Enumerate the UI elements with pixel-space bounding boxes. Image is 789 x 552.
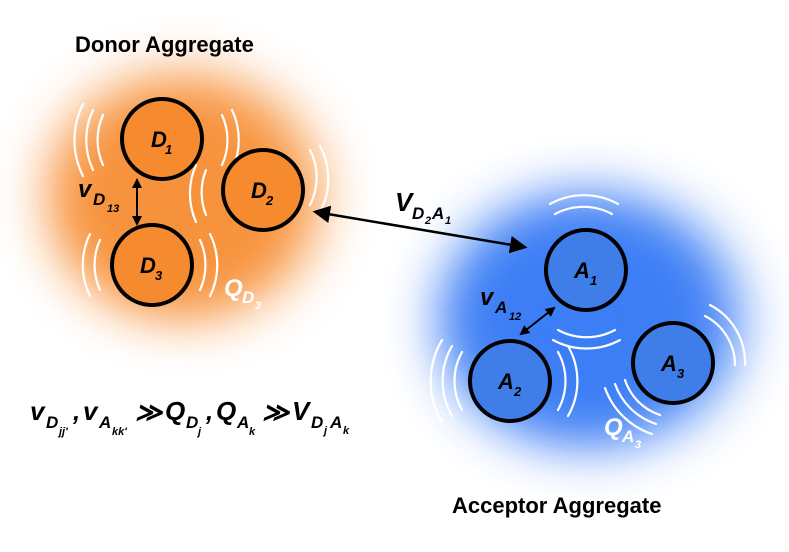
donor-bath-label: Q D 3 — [224, 275, 261, 312]
acceptor-molecule-a3: A 3 — [631, 321, 715, 405]
eq-v1-sub: D — [46, 413, 58, 432]
eq-v1-subsub: jj' — [57, 426, 68, 438]
eq-v2-subsub: kk' — [112, 426, 127, 438]
donor-molecule-d1: D 1 — [120, 97, 204, 181]
d2-letter: D — [251, 178, 267, 203]
eq-comma1: , — [72, 396, 80, 426]
qd-symbol: Q — [224, 275, 243, 302]
qa-sub: A — [621, 427, 634, 446]
bath-arcs — [73, 102, 747, 436]
eq-V-sub2: A — [329, 413, 342, 432]
eq-V: V — [292, 396, 312, 426]
eq-V-sub1sub: j — [322, 425, 328, 437]
vd-subsub: 13 — [107, 203, 119, 215]
a3-index: 3 — [677, 366, 685, 381]
V-sub2: A — [431, 204, 444, 223]
V-symbol: V — [395, 187, 415, 217]
va-symbol: v — [480, 284, 495, 311]
inter-coupling-label: V D 2 A 1 — [395, 187, 451, 227]
V-sub1sub: 2 — [424, 215, 431, 227]
qd-sub: D — [242, 288, 254, 307]
eq-v2: v — [83, 396, 99, 426]
eq-q2: Q — [216, 396, 236, 426]
qa-subsub: 3 — [635, 439, 641, 451]
acceptor-molecule-a2: A 2 — [468, 339, 552, 423]
qa-symbol: Q — [604, 414, 623, 441]
acceptor-aggregate-title: Acceptor Aggregate — [452, 493, 661, 518]
eq-q1-sub: D — [186, 413, 198, 432]
donor-molecule-d3: D 3 — [110, 223, 194, 307]
vd-sub: D — [93, 190, 105, 209]
d1-index: 1 — [165, 142, 172, 157]
eq-q2-subsub: k — [249, 426, 256, 438]
inter-coupling-arrow — [312, 205, 528, 254]
va-sub: A — [494, 298, 507, 317]
acceptor-bath-label: Q A 3 — [604, 414, 641, 451]
a2-letter: A — [497, 369, 514, 394]
V-sub2sub: 1 — [445, 215, 451, 227]
donor-aggregate-title: Donor Aggregate — [75, 32, 254, 57]
eq-gg1: ≫ — [135, 397, 164, 427]
acceptor-molecule-a1: A 1 — [544, 228, 628, 312]
donor-coupling-label: v D 13 — [78, 176, 119, 215]
d3-letter: D — [140, 253, 156, 278]
acceptor-coupling-label: v A 12 — [480, 284, 521, 323]
eq-comma2: , — [205, 396, 213, 426]
eq-V-sub1: D — [311, 413, 323, 432]
V-sub1: D — [412, 204, 424, 223]
d1-letter: D — [151, 127, 167, 152]
a2-index: 2 — [513, 384, 522, 399]
d3-index: 3 — [155, 268, 163, 283]
eq-q1: Q — [165, 396, 185, 426]
donor-molecule-d2: D 2 — [221, 148, 305, 232]
a1-letter: A — [573, 258, 590, 283]
eq-gg2: ≫ — [262, 397, 291, 427]
a3-letter: A — [660, 351, 677, 376]
inequality-equation: v D jj' , v A kk' ≫ Q D j , Q A k ≫ V D … — [30, 396, 350, 438]
a1-index: 1 — [590, 273, 597, 288]
eq-v2-sub: A — [98, 413, 111, 432]
qd-subsub: 3 — [255, 300, 261, 312]
eq-v1: v — [30, 396, 46, 426]
vd-symbol: v — [78, 176, 93, 203]
va-subsub: 12 — [509, 311, 521, 323]
eq-q2-sub: A — [236, 413, 249, 432]
d2-index: 2 — [265, 193, 274, 208]
acceptor-coupling-arrow — [519, 306, 556, 336]
eq-V-sub2sub: k — [343, 425, 350, 437]
eq-q1-subsub: j — [196, 426, 202, 438]
